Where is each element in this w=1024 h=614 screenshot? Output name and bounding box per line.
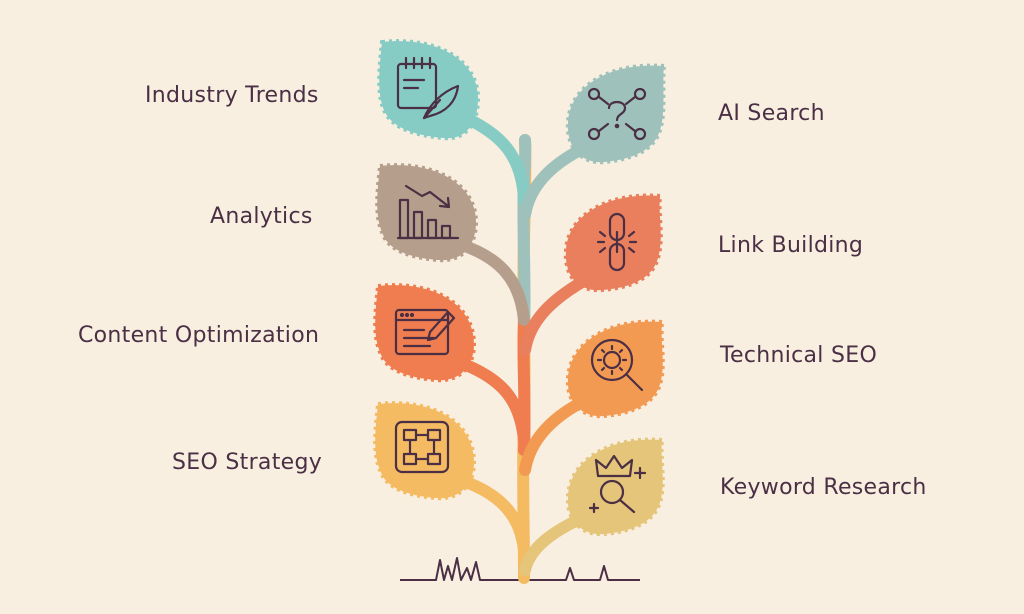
label-analytics: Analytics <box>210 204 313 229</box>
branch-seo-strategy <box>460 476 530 556</box>
browser-edit-icon <box>394 308 456 356</box>
branch-industry-trends <box>464 114 530 206</box>
network-question-icon <box>587 87 647 141</box>
branch-content-optimization <box>460 359 530 446</box>
branch-ai-search <box>519 144 586 221</box>
crown-magnifier-icon <box>588 454 647 514</box>
chain-link-icon <box>596 212 638 272</box>
leaf-content-optimization <box>373 283 477 383</box>
branch-keyword-research <box>519 512 588 576</box>
bar-chart-down-trend-icon <box>396 184 460 240</box>
leaf-industry-trends <box>377 39 481 141</box>
leaf-keyword-research <box>565 437 665 537</box>
label-content-optimization: Content Optimization <box>78 323 320 348</box>
label-seo-strategy: SEO Strategy <box>172 450 323 475</box>
label-ai-search: AI Search <box>718 101 825 126</box>
branch-link-building <box>519 276 588 356</box>
flowchart-icon <box>394 420 450 474</box>
label-link-building: Link Building <box>718 233 864 258</box>
branch-analytics <box>456 239 530 326</box>
gear-magnifier-icon <box>590 338 644 392</box>
label-technical-seo: Technical SEO <box>720 343 878 368</box>
notepad-feather-icon <box>396 56 460 120</box>
leaf-seo-strategy <box>373 401 477 501</box>
label-industry-trends: Industry Trends <box>145 83 319 108</box>
leaf-analytics <box>375 163 479 263</box>
label-keyword-research: Keyword Research <box>720 475 927 500</box>
ground-line <box>400 557 640 581</box>
leaf-ai-search <box>565 63 667 165</box>
leaf-link-building <box>563 193 663 293</box>
branch-technical-seo <box>519 396 588 476</box>
leaf-technical-seo <box>565 319 665 419</box>
